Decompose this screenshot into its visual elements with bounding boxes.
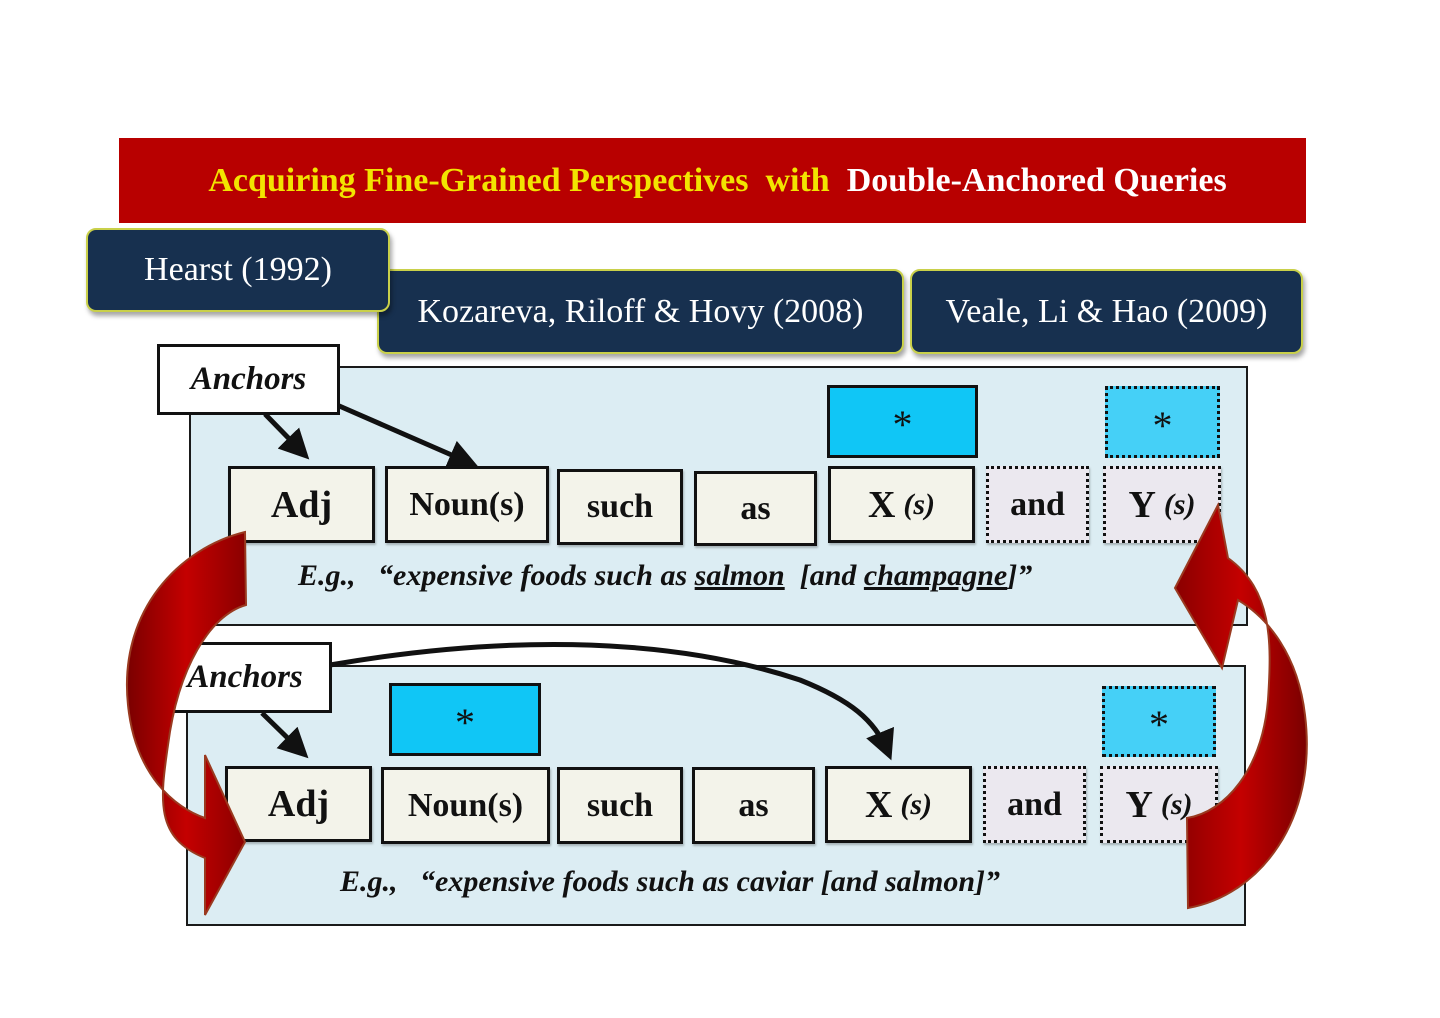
title-part-2: Double-Anchored Queries [846, 161, 1227, 199]
token-x-top-letter: X [867, 483, 896, 526]
example-top-mid: [and [784, 559, 864, 592]
arrow-anchor-to-adj-bottom [260, 711, 309, 759]
token-x-bottom: X(s) [825, 766, 972, 843]
token-and-top: and [986, 466, 1089, 543]
token-such-bottom: such [557, 767, 683, 844]
anchors-label-top: Anchors [157, 344, 340, 415]
token-adj-bottom: Adj [225, 766, 372, 842]
anchors-label-bottom: Anchors [158, 642, 332, 713]
example-bottom: E.g., “expensive foods such as caviar [a… [340, 865, 1000, 898]
cycle-arrow-left [125, 530, 248, 916]
wildcard-x-top: * [827, 385, 978, 458]
arrow-anchor-to-x-bottom [329, 641, 894, 761]
example-top-salmon: salmon [694, 559, 785, 592]
cycle-arrow-right [1173, 501, 1308, 910]
token-x-bottom-suffix: (s) [900, 787, 933, 821]
wildcard-y-bottom: * [1102, 686, 1216, 757]
token-x-bottom-letter: X [864, 783, 893, 826]
arrow-anchor-to-adj-top [263, 412, 310, 460]
token-x-top-suffix: (s) [903, 487, 936, 521]
example-top-champagne: champagne [863, 559, 1008, 592]
arrow-anchor-to-noun-top [336, 402, 479, 469]
token-noun-top: Noun(s) [385, 466, 549, 543]
token-adj-top: Adj [228, 466, 375, 543]
token-y-bottom-letter: Y [1125, 783, 1153, 826]
token-y-bottom-suffix: (s) [1160, 787, 1193, 821]
token-as-bottom: as [692, 767, 815, 844]
citation-kozareva: Kozareva, Riloff & Hovy (2008) [377, 269, 904, 354]
token-and-bottom: and [983, 766, 1086, 843]
wildcard-y-top: * [1105, 386, 1220, 458]
token-y-top-letter: Y [1128, 483, 1156, 526]
token-x-top: X(s) [828, 466, 975, 543]
wildcard-noun-bottom: * [389, 683, 541, 756]
token-y-top-suffix: (s) [1163, 487, 1196, 521]
token-noun-bottom: Noun(s) [381, 767, 550, 844]
citation-hearst: Hearst (1992) [86, 228, 390, 312]
title-banner: Acquiring Fine-Grained Perspectives with… [119, 138, 1306, 223]
token-as-top: as [694, 471, 817, 546]
example-top-suffix: ]” [1007, 559, 1033, 592]
token-y-top: Y(s) [1103, 466, 1221, 543]
token-such-top: such [557, 469, 683, 545]
citation-veale: Veale, Li & Hao (2009) [910, 269, 1303, 354]
example-top: E.g., “expensive foods such as salmon [a… [298, 559, 1032, 593]
example-top-prefix: E.g., “expensive foods such as [298, 559, 695, 592]
title-part-1: Acquiring Fine-Grained Perspectives with [208, 161, 830, 199]
